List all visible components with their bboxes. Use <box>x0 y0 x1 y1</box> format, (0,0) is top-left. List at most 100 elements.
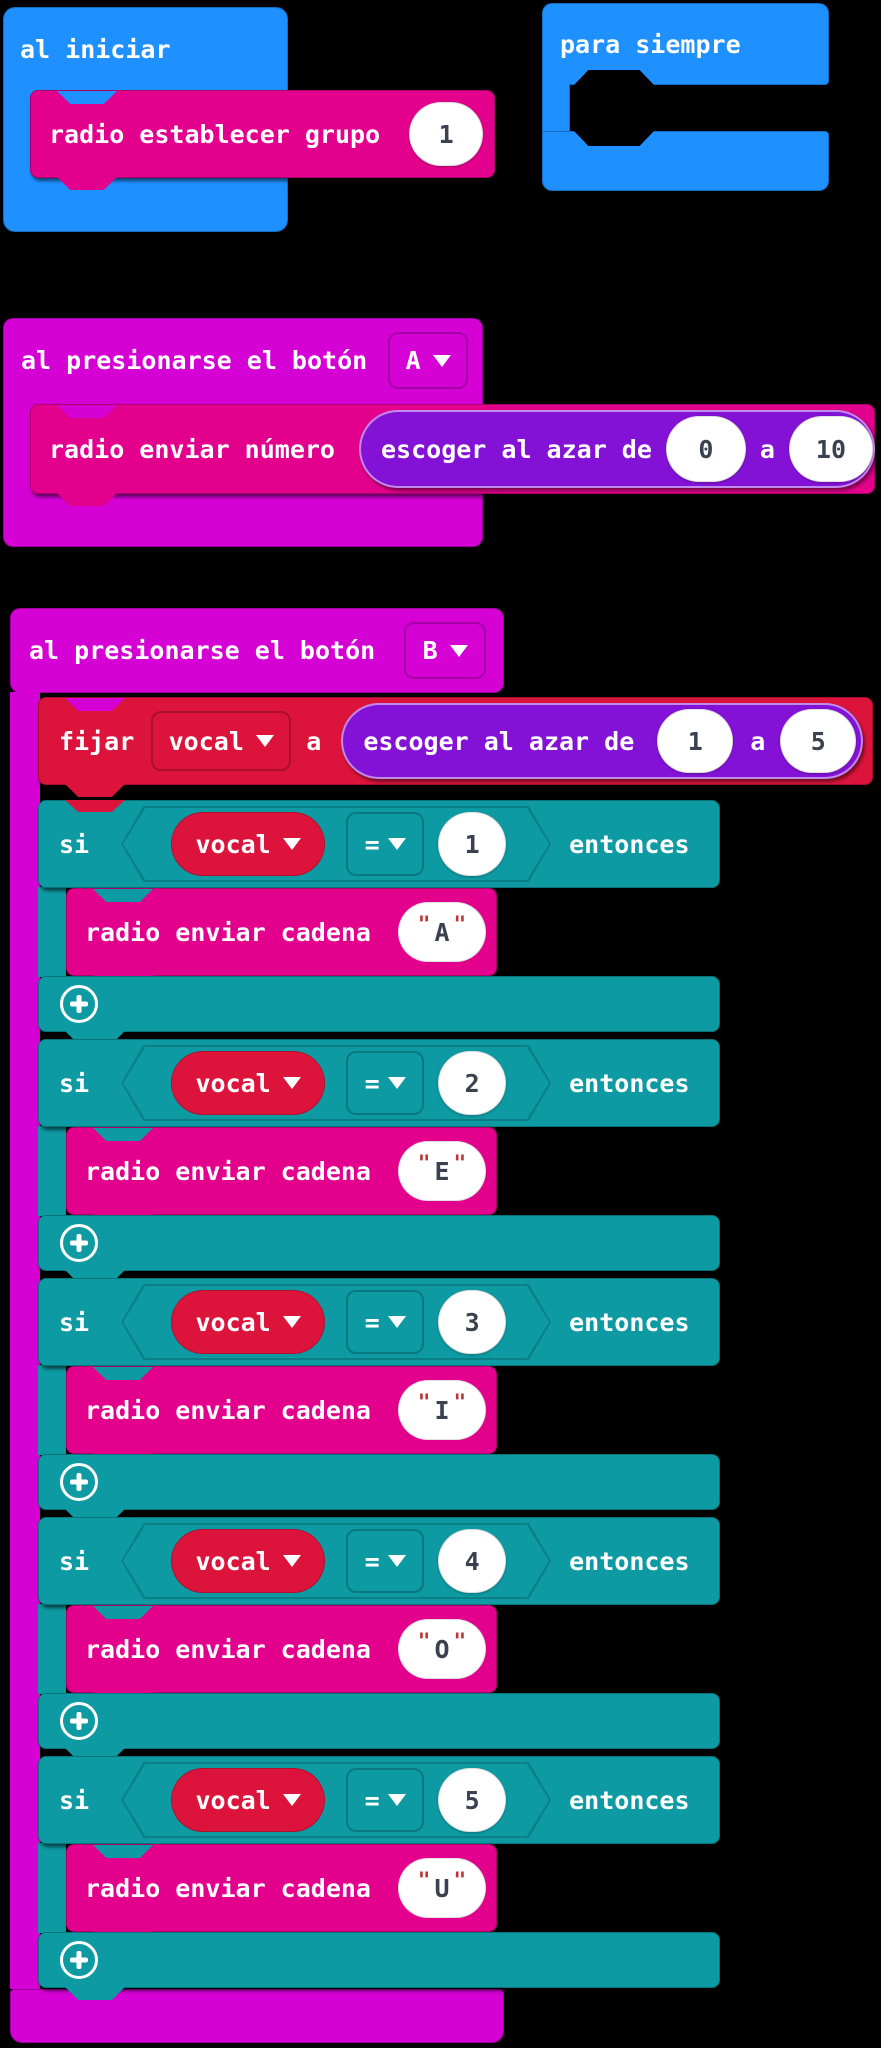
if-footer[interactable] <box>38 976 720 1044</box>
variable-reporter[interactable]: vocal <box>171 1051 326 1115</box>
radio-send-string-block[interactable]: radio enviar cadena " E " <box>66 1127 497 1227</box>
notch-socket <box>93 1606 153 1619</box>
if-word: si <box>59 829 90 859</box>
expand-plus-icon[interactable] <box>60 1941 98 1979</box>
radio-send-string-label: radio enviar cadena <box>85 917 371 947</box>
random-to-input[interactable]: 5 <box>780 709 857 773</box>
button-a-dropdown[interactable]: A <box>388 332 469 389</box>
pick-random-block[interactable]: escoger al azar de 1 a 5 <box>341 703 864 779</box>
operator-value: = <box>364 1785 380 1815</box>
random-to-input[interactable]: 10 <box>788 416 873 482</box>
variable-reporter[interactable]: vocal <box>171 1529 326 1593</box>
variable-reporter[interactable]: vocal <box>171 1768 326 1832</box>
random-from-input[interactable]: 1 <box>657 709 734 773</box>
notch-tab <box>65 1987 125 2000</box>
compare-number-value: 3 <box>464 1307 480 1337</box>
on-button-b-block[interactable]: al presionarse el botón B <box>10 608 504 693</box>
variable-dropdown-value: vocal <box>168 726 244 756</box>
group-number-input[interactable]: 1 <box>409 102 484 166</box>
string-input[interactable]: " E " <box>397 1141 486 1201</box>
string-input[interactable]: " A " <box>397 902 486 962</box>
dropdown-caret-icon <box>282 1794 301 1806</box>
dropdown-caret-icon <box>282 1555 301 1567</box>
if-header[interactable]: si vocal = 2 ent <box>38 1039 720 1127</box>
dropdown-caret-icon <box>282 1077 301 1089</box>
operator-value: = <box>364 829 380 859</box>
dropdown-caret-icon <box>432 354 451 367</box>
forever-slot-notch-top <box>574 70 654 85</box>
if-footer[interactable] <box>38 1454 720 1522</box>
if-word: si <box>59 1068 90 1098</box>
condition-slot: vocal = 1 <box>121 806 552 882</box>
set-variable-block[interactable]: fijar vocal a escoger al azar de 1 a 5 <box>38 697 873 797</box>
radio-send-string-block[interactable]: radio enviar cadena " O " <box>66 1605 497 1705</box>
operator-dropdown[interactable]: = <box>346 1051 425 1115</box>
random-from-value: 0 <box>698 434 714 464</box>
if-word: si <box>59 1546 90 1576</box>
string-input[interactable]: " O " <box>397 1619 486 1679</box>
forever-slot-notch-bottom <box>574 131 654 146</box>
open-quote: " <box>417 912 431 936</box>
compare-number-input[interactable]: 4 <box>438 1529 507 1593</box>
if-header[interactable]: si vocal = 4 ent <box>38 1517 720 1605</box>
dropdown-caret-icon <box>387 1555 406 1567</box>
radio-set-group-block[interactable]: radio establecer grupo 1 <box>30 90 495 190</box>
operator-dropdown[interactable]: = <box>346 1290 425 1354</box>
compare-number-input[interactable]: 1 <box>438 812 507 876</box>
variable-name: vocal <box>195 1068 271 1098</box>
compare-number-input[interactable]: 5 <box>438 1768 507 1832</box>
variable-reporter[interactable]: vocal <box>171 1290 326 1354</box>
on-start-label: al iniciar <box>3 14 288 84</box>
notch-socket <box>93 1367 153 1380</box>
expand-plus-icon[interactable] <box>60 1702 98 1740</box>
compare-number-input[interactable]: 3 <box>438 1290 507 1354</box>
notch-tab <box>57 493 117 506</box>
random-from-input[interactable]: 0 <box>665 416 746 482</box>
radio-send-string-label: radio enviar cadena <box>85 1395 371 1425</box>
forever-block[interactable]: para siempre <box>542 3 829 85</box>
if-word: si <box>59 1785 90 1815</box>
if-header[interactable]: si vocal = 5 ent <box>38 1756 720 1844</box>
dropdown-caret-icon <box>449 644 468 657</box>
if-header[interactable]: si vocal = 3 ent <box>38 1278 720 1366</box>
string-input[interactable]: " U " <box>397 1858 486 1918</box>
button-b-dropdown[interactable]: B <box>404 622 487 679</box>
compare-number-value: 1 <box>464 829 480 859</box>
pick-random-block[interactable]: escoger al azar de 0 a 10 <box>358 410 875 488</box>
if-block-2: si vocal = 2 ent <box>0 1039 881 1283</box>
if-left-wall[interactable] <box>38 1126 66 1216</box>
close-quote: " <box>453 1390 467 1414</box>
if-block-1: si vocal = 1 ent <box>0 800 881 1044</box>
string-input[interactable]: " I " <box>397 1380 486 1440</box>
expand-plus-icon[interactable] <box>60 1224 98 1262</box>
radio-send-string-block[interactable]: radio enviar cadena " U " <box>66 1844 497 1944</box>
notch-tab <box>57 177 117 190</box>
random-to-word: a <box>759 434 775 464</box>
then-word: entonces <box>569 1546 690 1576</box>
radio-send-string-block[interactable]: radio enviar cadena " A " <box>66 888 497 988</box>
operator-dropdown[interactable]: = <box>346 1768 425 1832</box>
on-button-b-left-wall[interactable] <box>10 692 40 1989</box>
if-footer[interactable] <box>38 1215 720 1283</box>
random-to-value: 5 <box>810 726 826 756</box>
condition-slot: vocal = 3 <box>121 1284 552 1360</box>
if-footer[interactable] <box>38 1932 720 2000</box>
expand-plus-icon[interactable] <box>60 1463 98 1501</box>
compare-number-input[interactable]: 2 <box>438 1051 507 1115</box>
if-left-wall[interactable] <box>38 1365 66 1455</box>
if-left-wall[interactable] <box>38 1604 66 1694</box>
operator-dropdown[interactable]: = <box>346 1529 425 1593</box>
radio-send-number-block[interactable]: radio enviar número escoger al azar de 0… <box>30 404 875 506</box>
radio-send-string-block[interactable]: radio enviar cadena " I " <box>66 1366 497 1466</box>
if-left-wall[interactable] <box>38 1843 66 1933</box>
expand-plus-icon[interactable] <box>60 985 98 1023</box>
operator-dropdown[interactable]: = <box>346 812 425 876</box>
variable-dropdown[interactable]: vocal <box>151 711 292 771</box>
forever-left-wall[interactable] <box>542 84 570 132</box>
variable-reporter[interactable]: vocal <box>171 812 326 876</box>
string-value: A <box>434 917 450 947</box>
if-left-wall[interactable] <box>38 887 66 977</box>
dropdown-caret-icon <box>255 735 274 747</box>
if-footer[interactable] <box>38 1693 720 1761</box>
if-header[interactable]: si vocal = 1 ent <box>38 800 720 888</box>
